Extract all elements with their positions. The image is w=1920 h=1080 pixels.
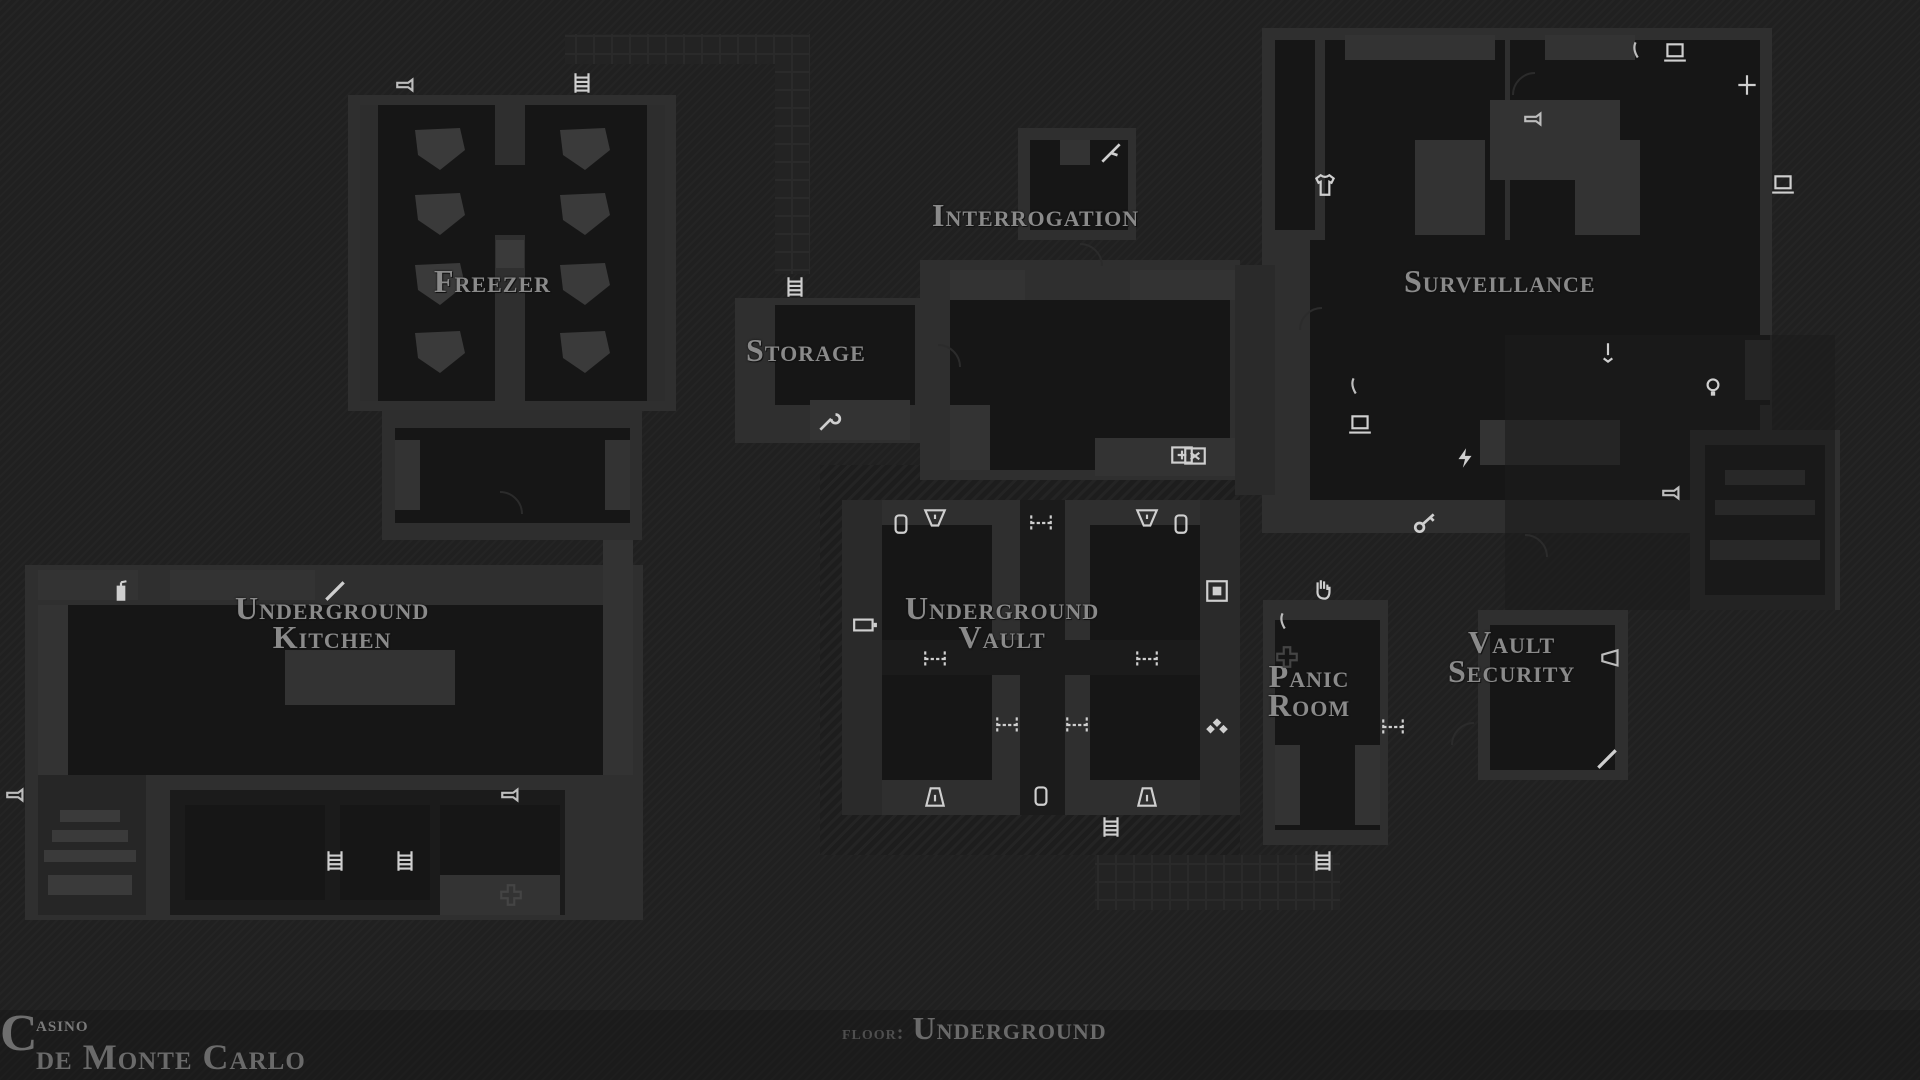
- laptop-icon: [1345, 410, 1375, 440]
- door-icon: [1026, 508, 1056, 538]
- room-label-surveillance: Surveillance: [1404, 263, 1596, 299]
- map-title-line2: de Monte Carlo: [36, 1037, 306, 1077]
- room-label-storage: Storage: [746, 332, 866, 368]
- door-icon: [1132, 644, 1162, 674]
- key-icon: [1410, 508, 1440, 538]
- map-title-line1: asino: [36, 1012, 89, 1036]
- floor-value: Underground: [912, 1010, 1107, 1046]
- door-icon: [992, 710, 1022, 740]
- door-icon: [1378, 712, 1408, 742]
- phone-icon: [1344, 372, 1374, 402]
- camera-icon: [497, 780, 527, 810]
- map-title-cap: C: [0, 1005, 38, 1062]
- alarm-icon: [1593, 338, 1623, 368]
- wrench-icon: [814, 406, 844, 436]
- bulb-icon: [1698, 372, 1728, 402]
- corridor-grid-top: [565, 34, 810, 64]
- wall-camera-icon: [1596, 644, 1626, 674]
- camera-icon: [1520, 104, 1550, 134]
- kitchen-room: [25, 540, 643, 920]
- ladder-icon: [1096, 812, 1126, 842]
- interrogation-room: [920, 128, 1240, 480]
- medkit-outline-icon: [496, 880, 526, 910]
- battery-icon: [850, 610, 880, 640]
- bag-icon: [1026, 780, 1056, 810]
- room-label-panic-line1: Panic: [1268, 658, 1350, 694]
- room-label-interrogation: Interrogation: [932, 197, 1140, 233]
- phone-icon: [1626, 36, 1656, 66]
- knife-icon: [1592, 744, 1622, 774]
- room-label-vault-security-line1: Vault: [1468, 624, 1556, 660]
- laptop-icon: [1660, 38, 1690, 68]
- extinguisher-icon: [106, 576, 136, 606]
- medkit-outline-icon: [1272, 642, 1302, 672]
- bag-icon: [1166, 508, 1196, 538]
- phone-icon: [1273, 607, 1303, 637]
- bag-icon: [886, 508, 916, 538]
- door-arcs: [499, 72, 1548, 746]
- safe-icon: [1202, 576, 1232, 606]
- vault-security-room: [1478, 610, 1628, 780]
- vault-room: [842, 440, 1240, 815]
- room-label-panic: Panic Room: [1268, 658, 1350, 724]
- shirt-icon: [1310, 170, 1340, 200]
- warning-icon: [1132, 504, 1162, 534]
- info-icon: [1132, 782, 1162, 812]
- knife-icon: [1096, 138, 1126, 168]
- info-icon: [920, 782, 950, 812]
- floor-indicator: floor: Underground: [842, 1010, 1107, 1047]
- diamond-icon: [1202, 712, 1232, 742]
- hand-icon: [1308, 575, 1338, 605]
- room-label-freezer: Freezer: [434, 263, 552, 299]
- room-label-kitchen-line2: Kitchen: [272, 619, 392, 655]
- corridor-grid-bottom: [1095, 855, 1340, 910]
- warning-icon: [920, 504, 950, 534]
- ladder-icon: [780, 272, 810, 302]
- camera-icon: [1658, 478, 1688, 508]
- floor-label: floor:: [842, 1022, 905, 1044]
- door-icon: [920, 644, 950, 674]
- ladder-icon: [390, 846, 420, 876]
- knife-icon: [320, 576, 350, 606]
- safe-icon: [1180, 441, 1210, 471]
- panic-room: [1263, 600, 1388, 845]
- camera-icon: [2, 780, 32, 810]
- room-label-vault-security-line2: Security: [1448, 653, 1576, 689]
- corridor-grid-vertical: [775, 34, 810, 274]
- camera-icon: [392, 70, 422, 100]
- ladder-icon: [1308, 846, 1338, 876]
- freezer-hall: [382, 410, 642, 540]
- room-label-panic-line2: Room: [1268, 687, 1351, 723]
- room-label-vault-security: Vault Security: [1448, 624, 1575, 690]
- room-label-vault-line1: Underground: [905, 590, 1100, 626]
- room-label-vault-line2: Vault: [958, 619, 1046, 655]
- freezer-room: [348, 95, 676, 411]
- door-icon: [1062, 710, 1092, 740]
- footer-bar: [0, 1010, 1920, 1080]
- surveillance-room: [1235, 28, 1840, 610]
- laptop-icon: [1768, 170, 1798, 200]
- room-label-vault: Underground Vault: [905, 590, 1099, 656]
- ladder-icon: [567, 68, 597, 98]
- electric-icon: [1450, 443, 1480, 473]
- drill-icon: [1732, 70, 1762, 100]
- ladder-icon: [320, 846, 350, 876]
